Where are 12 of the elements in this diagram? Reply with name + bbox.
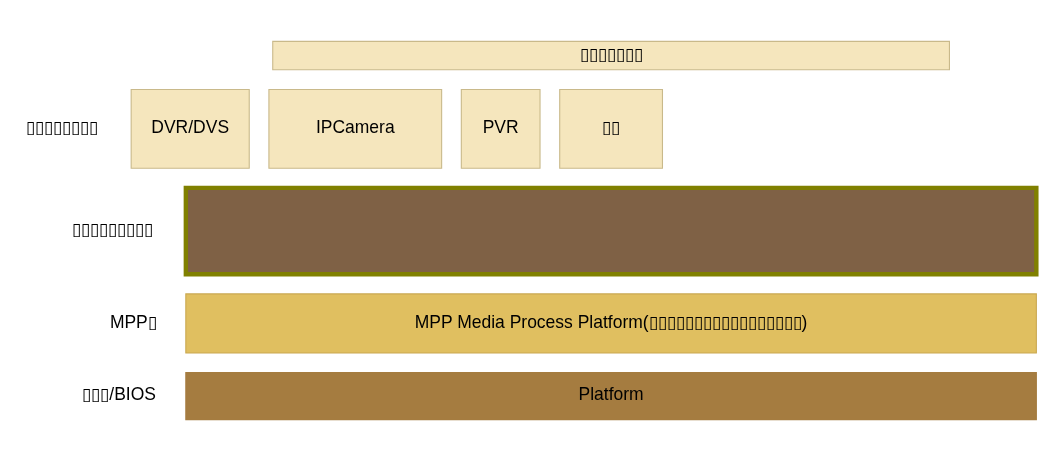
- node-box: ▯▯: [559, 88, 663, 169]
- node-box: PVR: [460, 88, 541, 169]
- label: ▯▯▯/BIOS: [82, 384, 156, 405]
- label: ▯▯▯▯▯▯▯▯: [26, 116, 99, 137]
- label: MPP▯: [109, 311, 157, 332]
- node-box: DVR/DVS: [130, 88, 250, 169]
- label: ▯▯▯▯▯▯▯▯▯: [72, 219, 154, 240]
- node-box: Platform: [185, 372, 1037, 421]
- node-box: ▯▯▯▯▯▯▯: [272, 40, 950, 71]
- node-box: IPCamera: [268, 88, 443, 169]
- node-box: [183, 185, 1039, 277]
- node-box: MPP Media Process Platform(▯▯▯▯▯▯▯▯▯▯▯▯▯▯▯▯▯): [185, 293, 1037, 354]
